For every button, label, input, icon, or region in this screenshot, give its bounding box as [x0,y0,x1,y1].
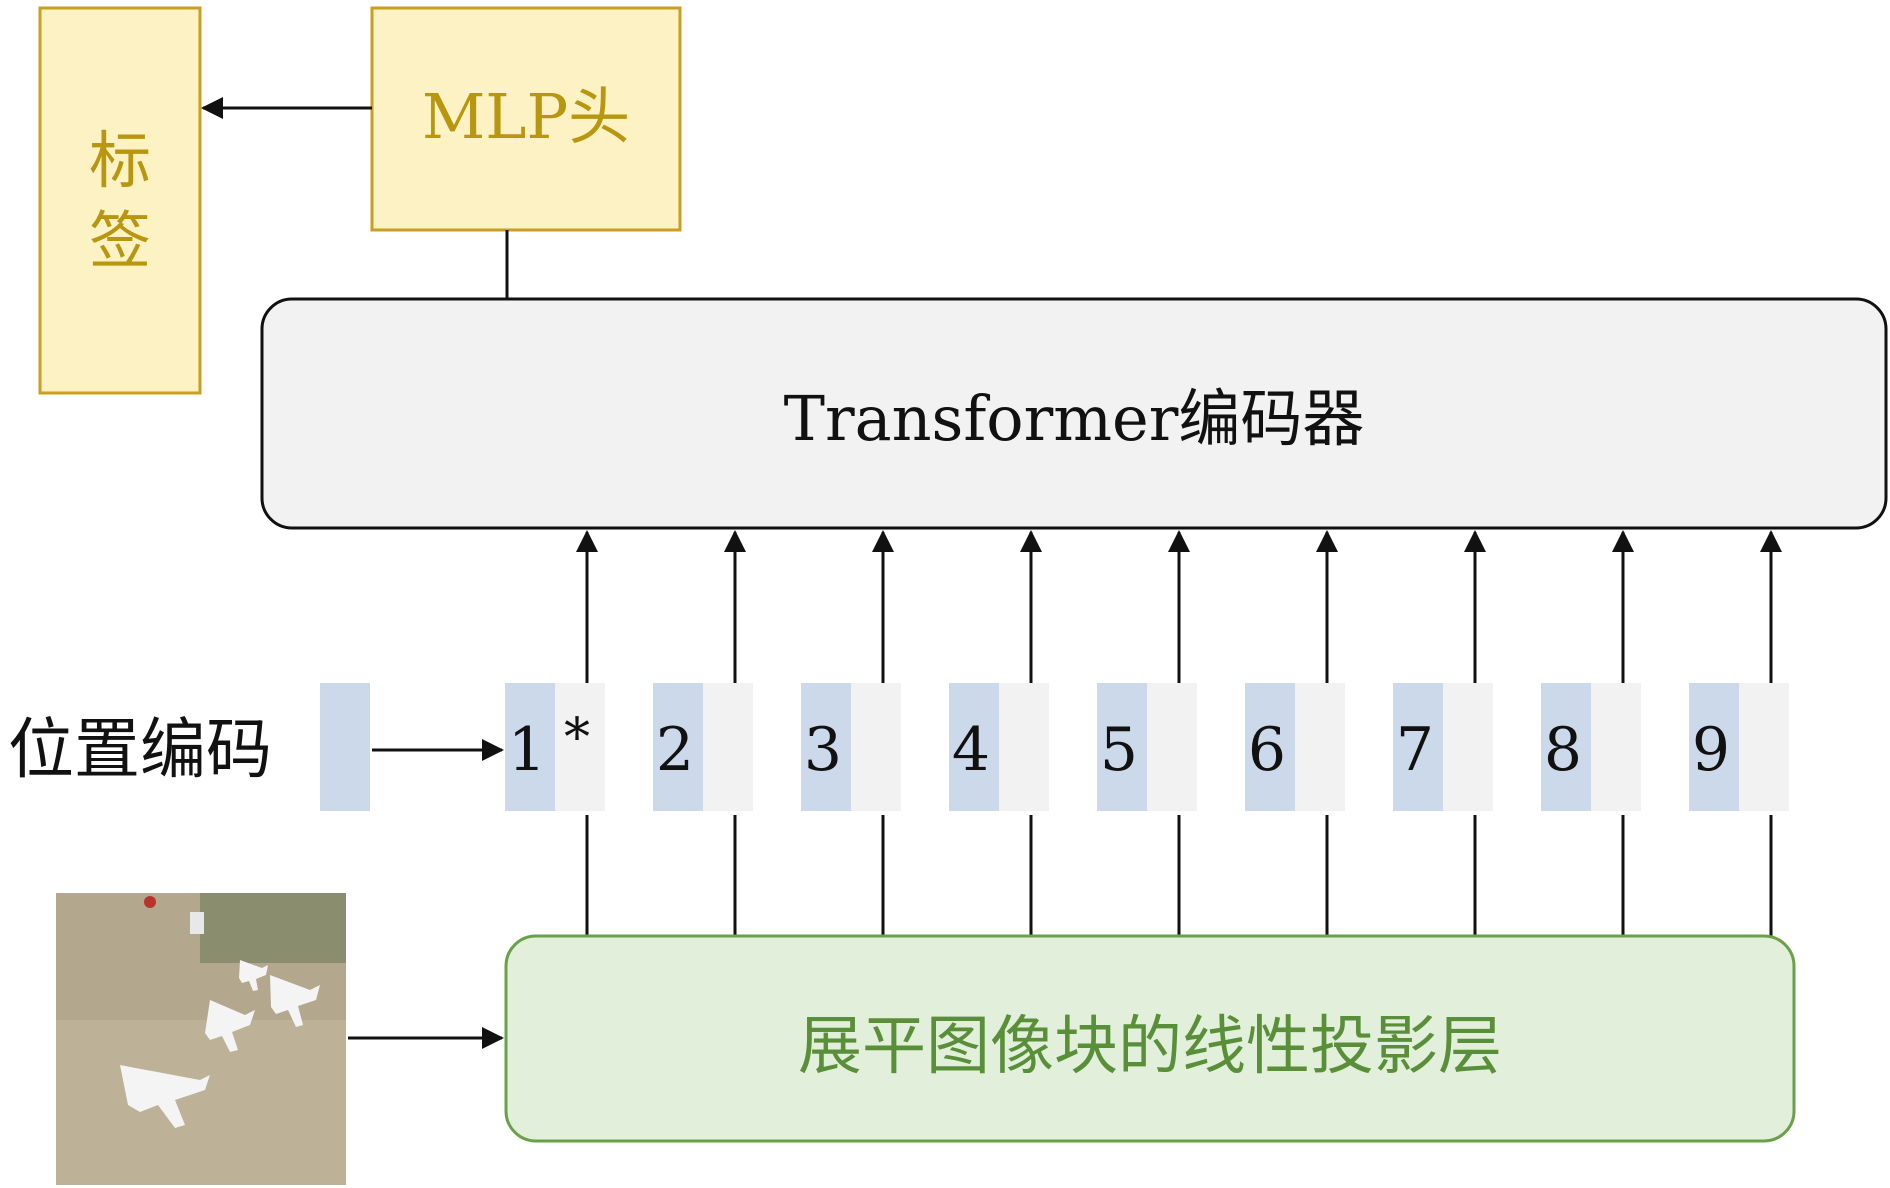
token-embedding-cell [1295,683,1345,811]
airplane-icon [205,1000,255,1052]
token-sequence: 1 * 2 3 4 5 6 7 8 9 [505,530,1789,936]
vehicle-icon [144,896,156,908]
token-position-cell [505,683,555,811]
token-label: 9 [1692,715,1730,785]
position-embedding-cell [320,683,370,811]
token-label: 8 [1544,715,1582,785]
label-box [38,6,202,395]
token-position-cell [1097,683,1147,811]
patch-projection-text: 展平图像块的线性投影层 [798,1010,1502,1084]
position-embedding-label: 位置编码 [8,711,272,788]
token-embedding-cell [851,683,901,811]
token-position-cell [1393,683,1443,811]
input-image-apron [56,1020,346,1185]
token-label: 1 [508,715,546,785]
airplane-icon [239,960,268,991]
label-box-text-1: 标 [89,124,151,197]
token-embedding-cell [1591,683,1641,811]
token-label: 4 [952,715,990,785]
vehicle-icon [190,912,204,934]
token-label: 2 [656,715,694,785]
token-position-cell [1245,683,1295,811]
airplane-icon [270,975,320,1027]
token-position-cell [801,683,851,811]
mlp-head-text: MLP头 [422,80,630,153]
input-image-grass [200,893,346,963]
transformer-encoder-box [260,297,1888,530]
token-embedding-cell [999,683,1049,811]
token-label: 5 [1100,715,1138,785]
token-label: 6 [1248,715,1286,785]
airplane-icon [120,1065,210,1128]
input-image [56,893,346,1185]
token-label: 7 [1396,715,1434,785]
token-position-cell [1689,683,1739,811]
token-embedding-cell [555,683,605,811]
patch-projection-box [504,934,1796,1143]
token-label: 3 [804,715,842,785]
token-embedding-cell [703,683,753,811]
token-position-cell [653,683,703,811]
token-embedding-cell [1147,683,1197,811]
transformer-encoder-text: Transformer编码器 [784,382,1365,455]
token-position-cell [949,683,999,811]
token-extra-label: * [564,708,590,768]
mlp-head-box [370,6,682,232]
label-box-text-2: 签 [89,204,151,277]
token-embedding-cell [1443,683,1493,811]
token-position-cell [1541,683,1591,811]
token-embedding-cell [1739,683,1789,811]
